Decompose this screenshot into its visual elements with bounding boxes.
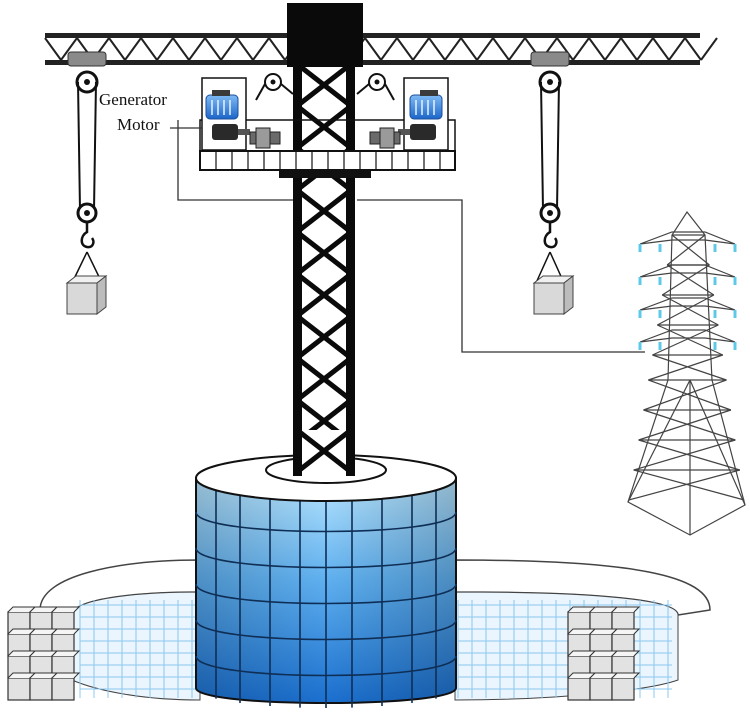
power-cables (170, 120, 645, 353)
right-block-stack (567, 606, 641, 701)
left-generator-motor (201, 73, 294, 151)
left-hoist (65, 51, 108, 316)
machine-platform (199, 119, 456, 178)
transmission-tower (627, 210, 746, 536)
gantry-truss (44, 33, 718, 65)
tower-cap (287, 3, 363, 67)
water-tank (195, 428, 457, 708)
generator-label: Generator (99, 90, 167, 109)
right-generator-motor (356, 73, 449, 151)
motor-label: Motor (117, 115, 160, 134)
lattice-tower (293, 60, 355, 480)
left-block-stack (7, 606, 81, 701)
right-hoist (530, 51, 575, 316)
